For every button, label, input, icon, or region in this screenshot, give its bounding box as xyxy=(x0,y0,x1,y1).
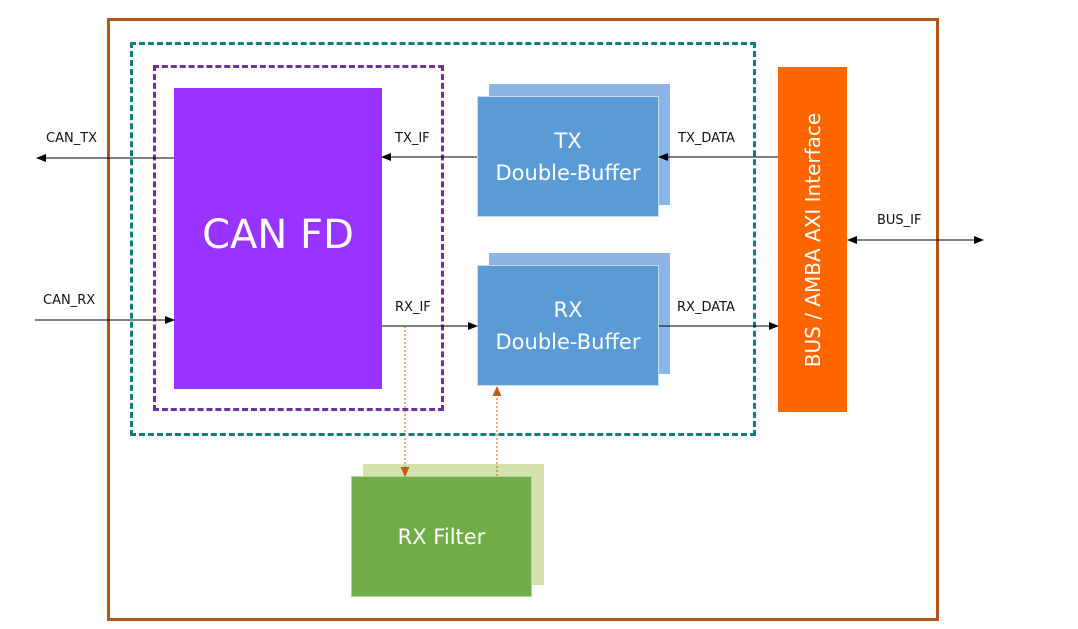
tx-buffer-label-line1: TX xyxy=(554,128,582,153)
tx-double-buffer-block: TX Double-Buffer xyxy=(477,96,659,217)
rx-filter-label: RX Filter xyxy=(397,524,486,549)
bus-interface-block: BUS / AMBA AXI Interface xyxy=(778,67,847,412)
can-fd-label: CAN FD xyxy=(202,211,354,258)
rx-if-label: RX_IF xyxy=(395,300,431,315)
rx-filter-block: RX Filter xyxy=(351,476,532,597)
tx-data-label: TX_DATA xyxy=(678,131,735,146)
rx-buffer-label-line2: Double-Buffer xyxy=(495,329,641,354)
tx-buffer-label-line2: Double-Buffer xyxy=(495,160,641,185)
can-fd-block: CAN FD xyxy=(174,88,382,389)
bus-if-label: BUS_IF xyxy=(877,213,922,228)
can-tx-label: CAN_TX xyxy=(46,131,98,146)
tx-if-label: TX_IF xyxy=(395,131,430,146)
can-rx-label: CAN_RX xyxy=(43,293,96,308)
controller-group-boundary xyxy=(130,42,756,436)
rx-buffer-label-line1: RX xyxy=(553,297,583,322)
can-core-group-boundary xyxy=(153,65,444,411)
rx-data-label: RX_DATA xyxy=(677,300,735,315)
